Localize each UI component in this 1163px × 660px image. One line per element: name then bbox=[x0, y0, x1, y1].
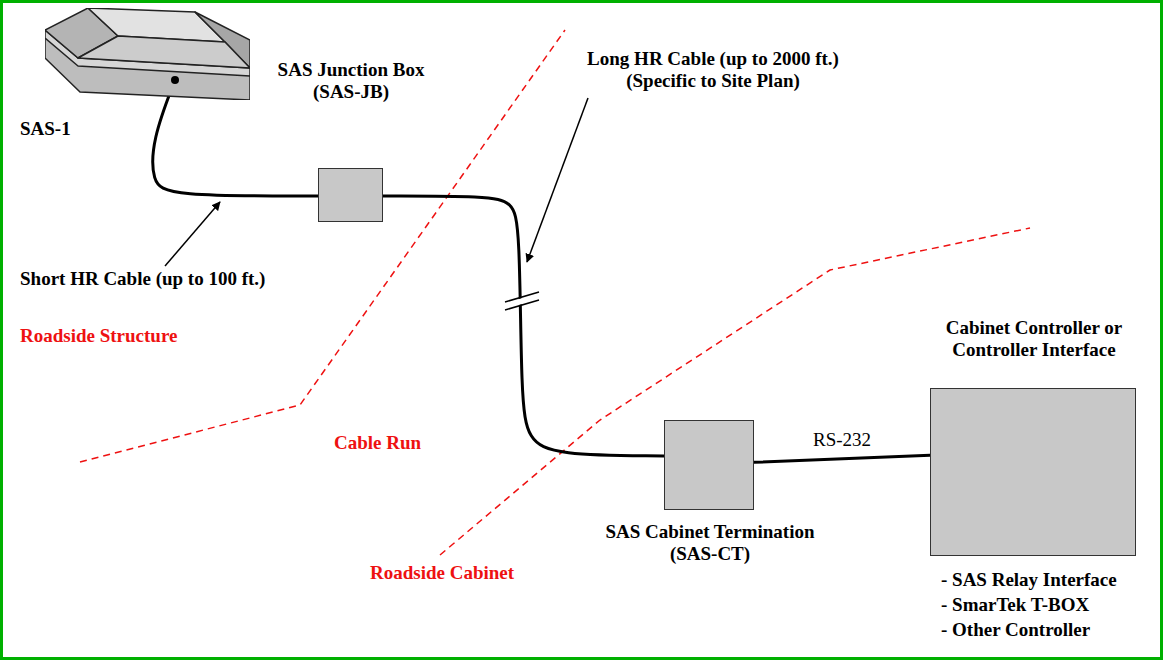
sensor-illustration bbox=[45, 8, 250, 100]
cable-callout: Long HR Cable (up to 2000 ft.) (Specific… bbox=[563, 48, 863, 92]
box-heading: SAS Cabinet Termination (SAS-CT) bbox=[583, 521, 837, 565]
list-item: - SAS Relay Interface bbox=[941, 569, 1117, 591]
device-name: SAS-1 bbox=[20, 118, 71, 140]
cable-callout: Short HR Cable (up to 100 ft.) bbox=[20, 268, 360, 290]
cable-break-gap bbox=[506, 293, 538, 309]
cable-break-mark bbox=[505, 300, 539, 310]
device-face bbox=[78, 36, 250, 68]
signal-label: RS-232 bbox=[811, 429, 873, 451]
cable-line bbox=[754, 455, 930, 462]
region-label: Cable Run bbox=[334, 432, 421, 454]
sensor-device: SAS-1 bbox=[45, 8, 250, 100]
list-item: - Other Controller bbox=[941, 619, 1090, 641]
junction-box: SAS Junction Box (SAS-JB) bbox=[318, 168, 383, 222]
callout-arrow bbox=[527, 98, 588, 262]
termination-box: SAS Cabinet Termination (SAS-CT) bbox=[664, 420, 754, 510]
cable-break-mark bbox=[505, 292, 539, 302]
cable-line bbox=[383, 196, 664, 456]
box-heading: SAS Junction Box (SAS-JB) bbox=[261, 59, 441, 103]
device-face bbox=[88, 8, 225, 42]
cable-port bbox=[171, 76, 179, 84]
callout-arrow bbox=[165, 202, 220, 266]
controller-box: Cabinet Controller or Controller Interfa… bbox=[930, 388, 1136, 556]
list-item: - SmarTek T-BOX bbox=[941, 594, 1089, 616]
box-heading: Cabinet Controller or Controller Interfa… bbox=[917, 317, 1151, 361]
region-label: Roadside Cabinet bbox=[370, 562, 514, 584]
region-label: Roadside Structure bbox=[20, 325, 177, 347]
